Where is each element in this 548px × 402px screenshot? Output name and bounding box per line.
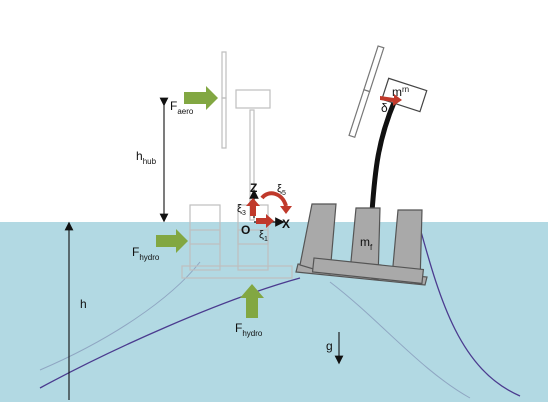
label-g: g: [326, 339, 333, 353]
label-f-hydro-bottom: Fhydro: [235, 321, 263, 338]
rotor-blade-upper: [363, 45, 385, 93]
label-h-hub: hhub: [136, 149, 157, 166]
label-x-axis: X: [282, 217, 290, 231]
mooring-line-right-light: [329, 281, 471, 399]
dof-arrow-xi5: [260, 191, 288, 207]
mooring-line-right-dark: [419, 227, 521, 397]
force-arrow-hydro-bottom: [240, 284, 264, 318]
label-xi5: ξ5: [277, 183, 286, 197]
dof-arrow-xi5-head: [280, 206, 292, 214]
tower-deflected: [369, 99, 398, 213]
label-xi3: ξ3: [237, 203, 246, 217]
tilted-turbine[interactable]: [295, 45, 428, 286]
ghost-turbine: [181, 51, 293, 279]
label-m-f: mf: [360, 235, 373, 252]
label-delta: δ: [381, 101, 388, 115]
dof-arrow-xi1: [256, 214, 274, 228]
dof-arrow-delta: [380, 94, 402, 106]
force-arrow-aero: [184, 86, 218, 110]
mooring-line-left-light: [39, 261, 201, 371]
label-h: h: [80, 297, 87, 311]
label-f-aero: Faero: [170, 99, 194, 116]
label-xi1: ξ1: [259, 229, 268, 243]
label-origin: O: [241, 223, 250, 237]
nacelle: [381, 77, 428, 113]
dof-arrow-xi3: [246, 198, 260, 216]
label-f-hydro-left: Fhydro: [132, 245, 160, 262]
force-arrow-hydro-left: [156, 229, 188, 253]
label-z-axis: Z: [250, 181, 257, 195]
rotor-blade-lower: [348, 88, 371, 138]
water-body: [0, 222, 548, 402]
label-m-rn: mrn: [392, 85, 409, 99]
floating-platform: [295, 203, 428, 286]
